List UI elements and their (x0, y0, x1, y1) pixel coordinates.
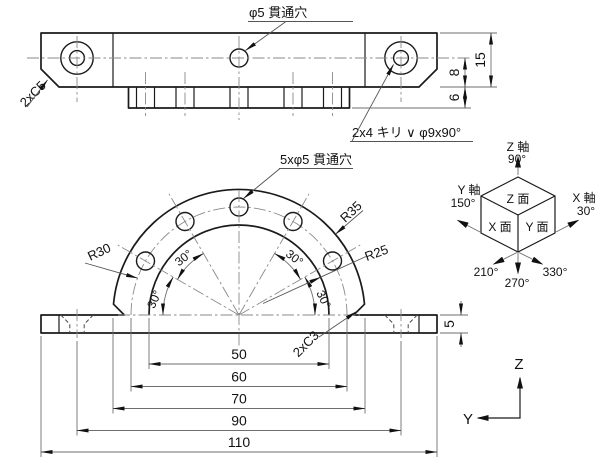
bolt-holes-callout: 5xφ5 貫通穴 (280, 152, 352, 167)
counterbore-callout: 2x4 キリ ∨ φ9x90° (352, 125, 461, 140)
deg-330-label: 330° (543, 265, 568, 279)
face-z-label: Z 面 (507, 192, 530, 206)
front-view-centerlines (76, 190, 402, 347)
r25-leader (320, 256, 367, 278)
chamfer-c5-callout: 2xC5 (17, 78, 49, 110)
counterbore-leader (351, 64, 394, 142)
front-view: 30° 30° 30° 30° R30 R35 R25 5xφ5 貫通穴 2xC… (40, 152, 468, 457)
deg-270-label: 270° (505, 276, 530, 290)
dim-text-15: 15 (472, 52, 488, 68)
bolt-hole (283, 211, 303, 232)
face-x-label: X 面 (488, 220, 511, 234)
angle-arc (304, 276, 317, 316)
r30-leader (84, 262, 138, 279)
r35-text: R35 (337, 198, 365, 225)
r25-text: R25 (363, 242, 391, 264)
hole-projection-lines (135, 87, 343, 108)
dim-text-8: 8 (446, 68, 462, 76)
z-axis-deg: 90° (508, 152, 526, 166)
x-axis-label: X 軸 (572, 191, 595, 205)
y-arrow-label: Y (463, 411, 473, 428)
top-view: φ5 貫通穴 2xC5 2x4 キリ ∨ φ9x90° 8 6 15 (17, 5, 497, 142)
iso-axis-arrows (456, 155, 580, 275)
dim-text-5: 5 (441, 320, 457, 328)
dim-text-50: 50 (231, 346, 247, 362)
iso-angle-legend: Z 面 X 面 Y 面 Z 軸 90° Y 軸 150° X 軸 30° 210… (451, 140, 596, 290)
y-axis-label: Y 軸 (457, 183, 480, 197)
z-arrow-label: Z (514, 356, 523, 373)
zy-axes (476, 376, 523, 421)
dim-text-90: 90 (231, 413, 247, 429)
r25-leader-arrow (262, 276, 322, 304)
bolt-holes-leader (243, 168, 281, 199)
face-y-label: Y 面 (525, 220, 548, 234)
top-view-centerlines (27, 36, 470, 120)
angle-text: 30° (144, 288, 164, 311)
top-hole-callout: φ5 貫通穴 (249, 5, 307, 20)
angle-text: 30° (313, 288, 333, 311)
chamfer-c3-leader (318, 311, 357, 338)
y-axis-deg: 150° (451, 196, 476, 210)
inner-arch-arc (148, 224, 330, 316)
bottom-extension-lines (40, 318, 438, 457)
bolt-hole (175, 211, 195, 232)
x-axis-deg: 30° (577, 204, 595, 218)
deg-210-label: 210° (474, 265, 499, 279)
r30-text: R30 (85, 240, 113, 264)
dim-text-70: 70 (231, 391, 247, 407)
dim-text-6: 6 (446, 93, 462, 101)
dim-text-60: 60 (231, 369, 247, 385)
view-orientation-axes: Z Y (463, 356, 524, 428)
bolt-hole (135, 251, 156, 271)
hidden-countersink-left (60, 314, 94, 333)
dim-text-110: 110 (228, 434, 251, 450)
top-hole-leader (245, 21, 287, 51)
bolt-hole (322, 251, 343, 271)
hidden-countersink-right (384, 314, 418, 333)
angle-text: 30° (172, 247, 195, 269)
angle-arc (161, 276, 174, 316)
top-view-outline (40, 32, 438, 88)
z-axis-label: Z 軸 (507, 140, 530, 154)
top-view-extension-lines (352, 32, 497, 109)
angle-arc (274, 253, 301, 280)
angle-arc (177, 253, 204, 280)
angle-text: 30° (283, 247, 306, 269)
iso-cube-edges (480, 195, 556, 252)
thickness-dim: 5 (440, 301, 468, 347)
chamfer-c5-leader (26, 79, 48, 108)
r35-leader (335, 210, 364, 235)
